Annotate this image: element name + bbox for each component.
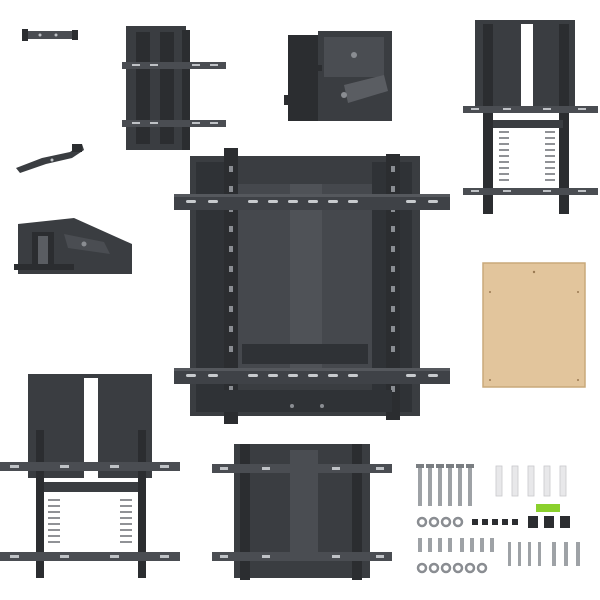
cardboard-template [482,262,586,388]
detail-closeup-top [284,25,392,121]
closeup-left-drawing [14,218,132,274]
closeup-top-drawing [284,25,392,121]
spring-mechanism-bottom-left [0,370,180,580]
frame-bottom-drawing [212,444,392,580]
main-mount-drawing [174,148,450,424]
small-hook-arm [12,140,87,175]
spring-top-drawing [463,20,598,214]
top-frame-view [120,22,230,154]
spring-mechanism-top [463,20,598,218]
bracket-plate-drawing [22,29,78,41]
top-frame-drawing [122,26,226,150]
hook-arm-drawing [16,144,84,173]
cardboard-drawing [482,262,586,388]
hardware-kit-drawing [416,464,580,574]
hardware-kit [412,462,596,580]
main-mount-front [172,146,452,426]
spring-bottom-drawing [0,374,180,578]
frame-front-bottom-middle [212,442,392,582]
small-bracket-plate [20,25,80,45]
detail-closeup-left [14,214,134,279]
